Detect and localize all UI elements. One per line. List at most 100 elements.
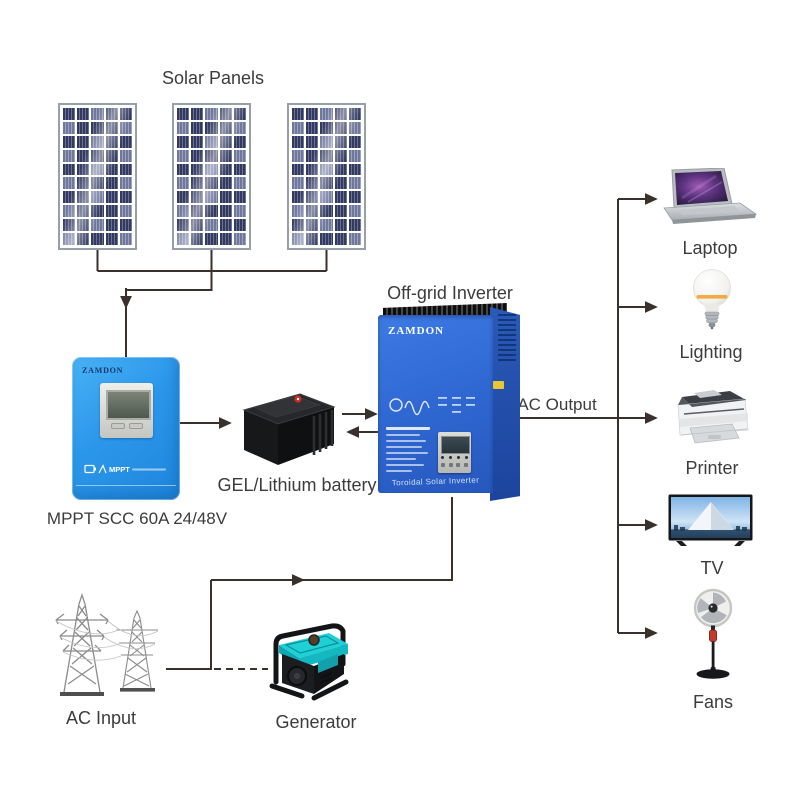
solar-cell bbox=[77, 191, 90, 204]
battery-icon bbox=[242, 393, 336, 465]
generator-label: Generator bbox=[275, 712, 357, 732]
solar-cell bbox=[177, 205, 190, 218]
inverter-buttons bbox=[441, 463, 468, 467]
svg-text:MPPT: MPPT bbox=[109, 465, 130, 474]
solar-cell bbox=[63, 149, 76, 162]
mppt-display-panel bbox=[100, 383, 153, 438]
off-grid-inverter: ZAMDON Toroidal Solar Inverte bbox=[378, 303, 520, 503]
solar-cell bbox=[105, 219, 118, 232]
solar-cell bbox=[292, 191, 305, 204]
inverter-vents bbox=[498, 314, 516, 362]
solar-cell bbox=[91, 177, 104, 190]
solar-cell bbox=[177, 121, 190, 134]
solar-cell bbox=[292, 219, 305, 232]
solar-cell bbox=[119, 191, 132, 204]
solar-cell bbox=[348, 219, 361, 232]
solar-cell bbox=[233, 135, 246, 148]
solar-cell bbox=[348, 233, 361, 245]
ac-output-label: AC Output bbox=[517, 395, 597, 414]
solar-cell bbox=[191, 149, 204, 162]
mppt-seam bbox=[76, 485, 176, 486]
solar-panel-3 bbox=[287, 103, 366, 250]
solar-cell bbox=[205, 205, 218, 218]
solar-cell bbox=[177, 191, 190, 204]
solar-cell bbox=[233, 205, 246, 218]
solar-cell bbox=[63, 233, 76, 245]
solar-cell bbox=[191, 108, 204, 120]
solar-cell bbox=[334, 121, 347, 134]
solar-cell bbox=[219, 163, 232, 176]
solar-cell bbox=[334, 191, 347, 204]
inverter-spec-text bbox=[386, 427, 430, 472]
solar-cell bbox=[348, 135, 361, 148]
solar-cell bbox=[91, 191, 104, 204]
solar-cell bbox=[63, 121, 76, 134]
solar-cell bbox=[334, 163, 347, 176]
solar-cell bbox=[219, 177, 232, 190]
solar-cell bbox=[306, 205, 319, 218]
solar-cell bbox=[105, 177, 118, 190]
solar-cell bbox=[292, 205, 305, 218]
solar-cell bbox=[334, 177, 347, 190]
solar-cell bbox=[292, 177, 305, 190]
solar-cell bbox=[233, 219, 246, 232]
inverter-lcd-screen bbox=[441, 436, 470, 454]
mppt-brand-text: ZAMDON bbox=[82, 366, 124, 375]
solar-cell bbox=[348, 205, 361, 218]
solar-cell bbox=[105, 233, 118, 245]
solar-cell bbox=[320, 191, 333, 204]
solar-cell bbox=[119, 149, 132, 162]
solar-cell bbox=[205, 108, 218, 120]
solar-cell bbox=[177, 163, 190, 176]
solar-cell bbox=[77, 163, 90, 176]
solar-cell bbox=[77, 205, 90, 218]
tv-icon bbox=[668, 494, 753, 546]
solar-cell bbox=[233, 191, 246, 204]
solar-cell bbox=[292, 121, 305, 134]
inverter-control-panel bbox=[438, 432, 471, 473]
solar-cell bbox=[233, 233, 246, 245]
solar-cell bbox=[334, 108, 347, 120]
solar-cell bbox=[306, 163, 319, 176]
inverter-warning-sticker bbox=[493, 381, 504, 389]
solar-cell bbox=[177, 135, 190, 148]
solar-cell bbox=[320, 205, 333, 218]
tv bbox=[668, 494, 754, 548]
solar-cell bbox=[306, 121, 319, 134]
ac-input-label: AC Input bbox=[65, 708, 137, 728]
solar-cell bbox=[119, 177, 132, 190]
solar-cell bbox=[105, 121, 118, 134]
solar-cell bbox=[119, 108, 132, 120]
solar-cell bbox=[219, 149, 232, 162]
solar-cell bbox=[63, 177, 76, 190]
wire-panel2-stub bbox=[126, 250, 213, 291]
solar-cell bbox=[320, 121, 333, 134]
light-bulb bbox=[690, 268, 734, 332]
solar-cell bbox=[205, 149, 218, 162]
laptop-label: Laptop bbox=[682, 238, 738, 258]
solar-cell bbox=[177, 219, 190, 232]
solar-cell bbox=[77, 177, 90, 190]
solar-cell bbox=[105, 163, 118, 176]
inverter-indicator-leds bbox=[441, 456, 468, 459]
solar-cell bbox=[177, 149, 190, 162]
solar-cell bbox=[191, 135, 204, 148]
mppt-buttons bbox=[108, 423, 145, 429]
solar-cell bbox=[233, 163, 246, 176]
inverter-label: Off-grid Inverter bbox=[387, 283, 513, 303]
solar-cell bbox=[320, 177, 333, 190]
solar-cell bbox=[105, 191, 118, 204]
solar-cell bbox=[219, 219, 232, 232]
solar-cell bbox=[119, 205, 132, 218]
mppt-logo-row: MPPT bbox=[84, 462, 170, 476]
laptop-icon bbox=[663, 168, 758, 224]
mppt-logo-icon: MPPT bbox=[84, 464, 166, 474]
solar-cell bbox=[63, 135, 76, 148]
solar-cell bbox=[177, 177, 190, 190]
solar-cell bbox=[292, 163, 305, 176]
solar-cell bbox=[77, 135, 90, 148]
solar-cell bbox=[320, 163, 333, 176]
solar-cell bbox=[191, 177, 204, 190]
